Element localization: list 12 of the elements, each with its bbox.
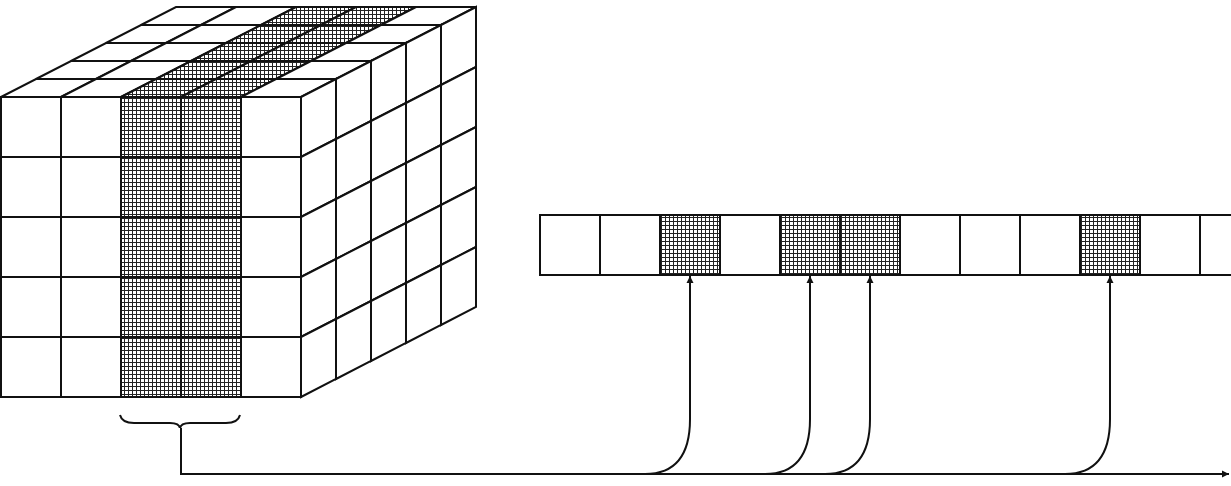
array-cell <box>959 214 1021 276</box>
array-cell <box>719 214 781 276</box>
hatched-cell <box>1079 214 1141 276</box>
array-cell <box>599 214 661 276</box>
hatched-cell <box>659 214 721 276</box>
array-cell <box>1019 214 1081 276</box>
array-cell <box>539 214 601 276</box>
array-cell <box>899 214 961 276</box>
hatched-cell <box>779 214 841 276</box>
array-cell <box>1139 214 1201 276</box>
arrow <box>180 427 1230 478</box>
hatched-cell <box>839 214 901 276</box>
